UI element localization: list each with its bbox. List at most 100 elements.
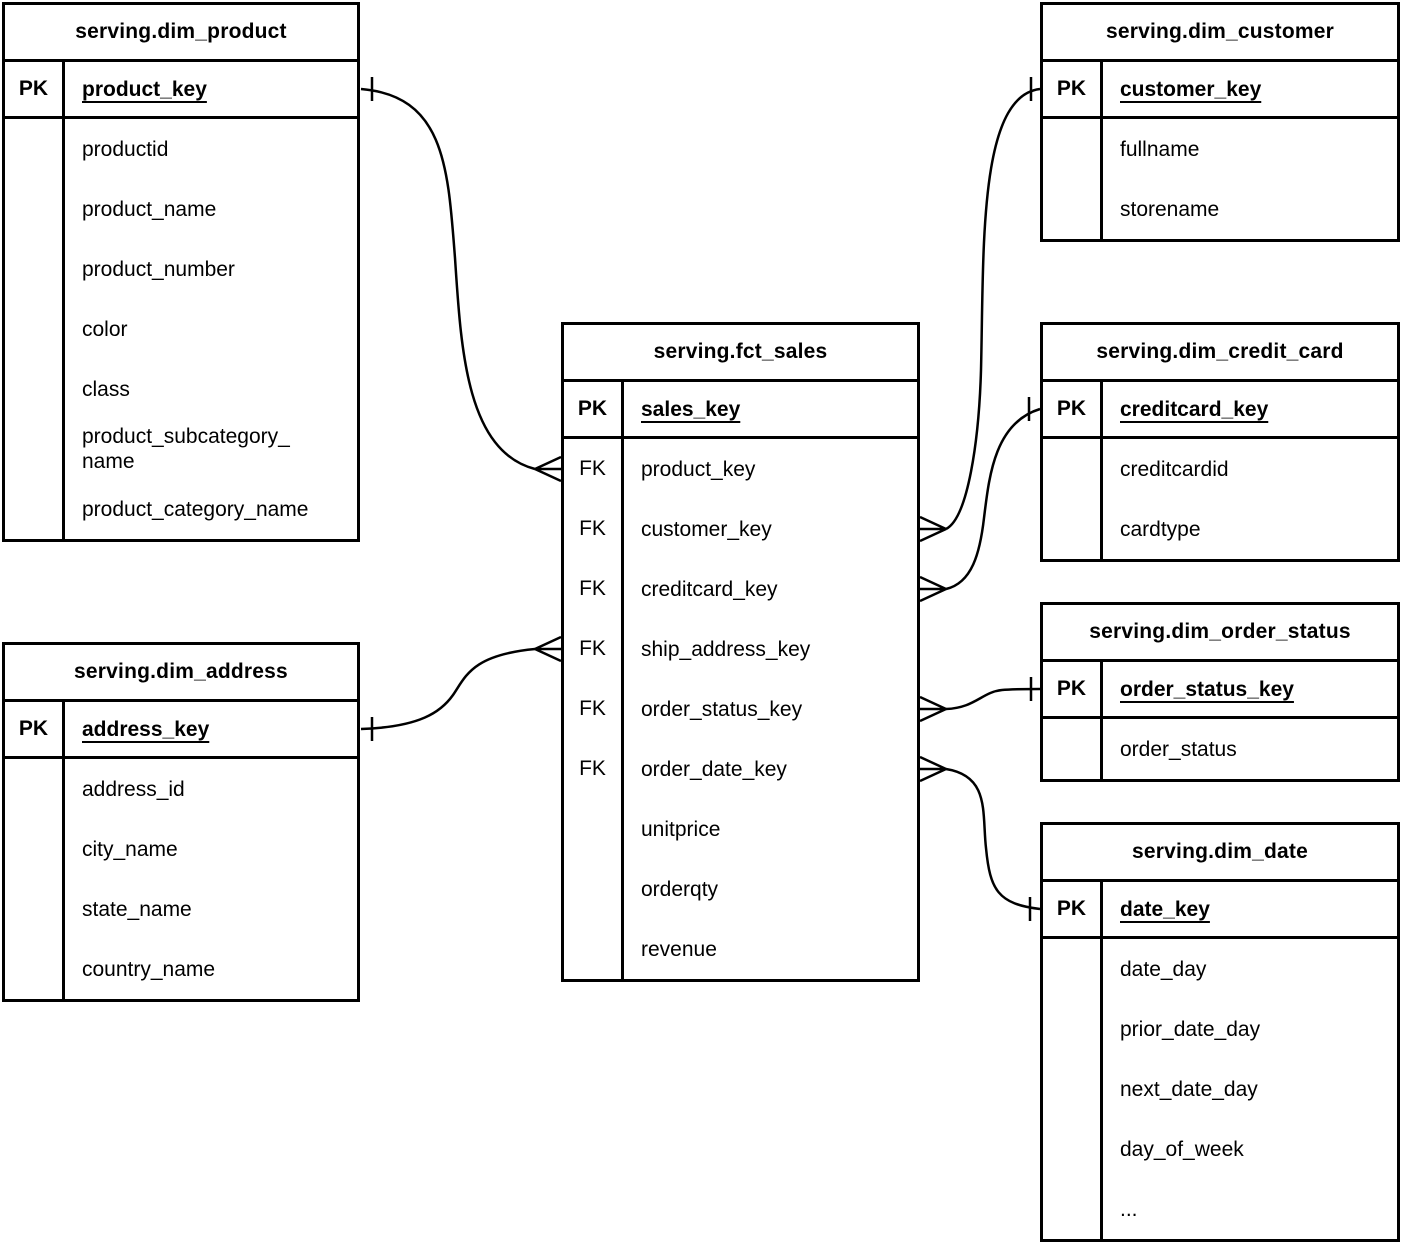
field-row: productid [5,119,357,179]
field-key-label [5,359,65,419]
fk-label: FK [564,439,624,499]
field-row: FK creditcard_key [564,559,917,619]
field-row: order_status [1043,719,1397,779]
pk-row: PK product_key [5,62,357,119]
field-key-label [5,239,65,299]
field-row: day_of_week [1043,1119,1397,1179]
field-name: address_id [82,777,185,801]
field-name: color [82,317,128,341]
table-dim-customer: serving.dim_customer PK customer_key ful… [1040,2,1400,242]
field-name: revenue [641,937,717,961]
field-name: product_key [641,457,756,481]
crow-foot [534,455,562,483]
field-row: FK product_key [564,439,917,499]
field-row: fullname [1043,119,1397,179]
field-name: prior_date_day [1120,1017,1261,1041]
pk-field-name: address_key [82,717,210,741]
field-key-label [1043,719,1103,779]
field-name: day_of_week [1120,1137,1244,1161]
crow-foot [919,695,947,723]
field-name: productid [82,137,169,161]
fk-label: FK [564,619,624,679]
field-row: storename [1043,179,1397,239]
field-key-label [5,179,65,239]
pk-row: PK customer_key [1043,62,1397,119]
fk-label: FK [564,499,624,559]
field-row: address_id [5,759,357,819]
field-key-label [1043,1059,1103,1119]
field-key-label [1043,1179,1103,1239]
table-dim-order-status: serving.dim_order_status PK order_status… [1040,602,1400,782]
pk-field-name: creditcard_key [1120,397,1269,421]
table-dim-address: serving.dim_address PK address_key addre… [2,642,360,1002]
field-key-label [1043,499,1103,559]
field-row: creditcardid [1043,439,1397,499]
table-dim-product: serving.dim_product PK product_key produ… [2,2,360,542]
field-name: city_name [82,837,178,861]
table-title: serving.fct_sales [564,325,917,382]
field-row: country_name [5,939,357,999]
fk-label: FK [564,679,624,739]
field-row: FK ship_address_key [564,619,917,679]
relation-sales-date [919,755,1041,921]
field-row: product_number [5,239,357,299]
field-key-label [1043,179,1103,239]
pk-label: PK [1043,882,1103,936]
table-title: serving.dim_customer [1043,5,1397,62]
table-dim-date: serving.dim_date PK date_key date_day pr… [1040,822,1400,1242]
field-key-label [564,859,624,919]
field-row: city_name [5,819,357,879]
field-name: creditcardid [1120,457,1229,481]
relation-sales-credit-card [919,397,1041,603]
pk-label: PK [1043,62,1103,116]
field-key-label [1043,439,1103,499]
field-name: order_date_key [641,757,787,781]
field-name: product_name [82,197,217,221]
field-key-label [5,119,65,179]
pk-label: PK [5,702,65,756]
table-title: serving.dim_date [1043,825,1397,882]
field-row: FK order_status_key [564,679,917,739]
field-name: ship_address_key [641,637,811,661]
field-key-label [5,479,65,539]
field-name: product_subcategory_ name [82,425,290,473]
field-row: orderqty [564,859,917,919]
pk-row: PK creditcard_key [1043,382,1397,439]
field-key-label [5,819,65,879]
field-name: state_name [82,897,192,921]
table-title: serving.dim_credit_card [1043,325,1397,382]
pk-row: PK sales_key [564,382,917,439]
field-row: revenue [564,919,917,979]
field-key-label [5,419,65,479]
field-name: date_day [1120,957,1207,981]
field-name: unitprice [641,817,721,841]
field-row: cardtype [1043,499,1397,559]
pk-row: PK order_status_key [1043,662,1397,719]
field-key-label [5,759,65,819]
pk-field-name: order_status_key [1120,677,1294,701]
field-key-label [1043,119,1103,179]
field-name: class [82,377,130,401]
relation-address-sales [360,635,562,741]
pk-label: PK [1043,382,1103,436]
field-key-label [1043,999,1103,1059]
field-row: FK order_date_key [564,739,917,799]
field-name: storename [1120,197,1220,221]
field-name: creditcard_key [641,577,778,601]
field-name: next_date_day [1120,1077,1258,1101]
pk-row: PK address_key [5,702,357,759]
table-fct-sales: serving.fct_sales PK sales_key FK produc… [561,322,920,982]
table-title: serving.dim_product [5,5,357,62]
crow-foot [919,575,947,603]
pk-label: PK [1043,662,1103,716]
relation-sales-order-status [919,677,1041,723]
pk-label: PK [564,382,624,436]
relation-sales-customer [919,77,1041,543]
field-row: product_subcategory_ name [5,419,357,479]
fk-label: FK [564,739,624,799]
table-dim-credit-card: serving.dim_credit_card PK creditcard_ke… [1040,322,1400,562]
field-row: ... [1043,1179,1397,1239]
field-key-label [5,879,65,939]
pk-field-name: product_key [82,77,207,101]
pk-label: PK [5,62,65,116]
